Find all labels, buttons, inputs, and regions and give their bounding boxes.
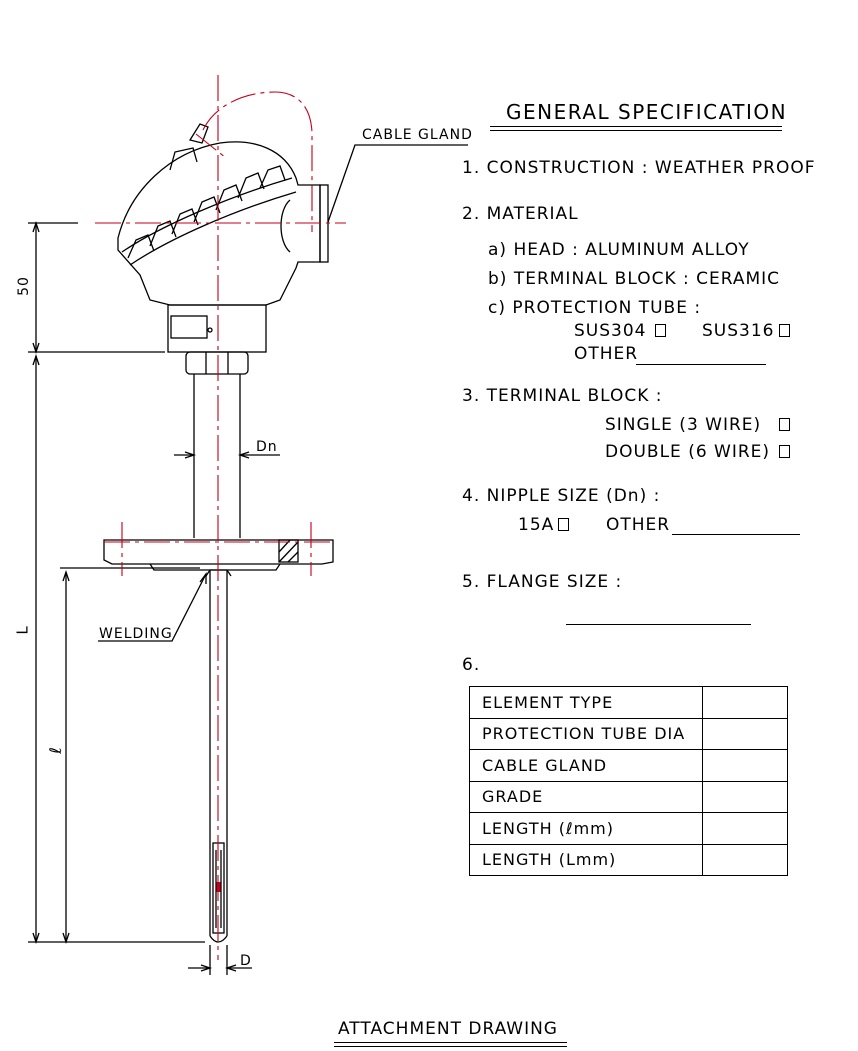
table-cell-label: PROTECTION TUBE DIA	[468, 717, 704, 750]
spec-table: ELEMENT TYPE PROTECTION TUBE DIA CABLE G…	[468, 686, 788, 876]
nipple	[193, 374, 241, 538]
sus316-label: SUS316	[702, 321, 775, 341]
dimension-L	[28, 353, 205, 945]
table-cell-label: LENGTH (ℓmm)	[468, 812, 704, 845]
table-cell-value[interactable]	[702, 749, 788, 782]
size-15a-label: 15A	[518, 515, 555, 535]
welding-leader	[98, 572, 207, 642]
table-cell-value[interactable]	[702, 812, 788, 845]
table-cell-label: LENGTH (Lmm)	[468, 843, 704, 876]
cable-gland-label: CABLE GLAND	[362, 127, 473, 143]
dn-label: Dn	[256, 439, 278, 455]
double-wire-checkbox[interactable]	[779, 445, 790, 458]
spec-item-terminal-block-material: b) TERMINAL BLOCK : CERAMIC	[488, 269, 781, 289]
table-cell-value[interactable]	[702, 717, 788, 750]
welding-label: WELDING	[99, 626, 173, 642]
spec-item-terminal-block: 3. TERMINAL BLOCK :	[462, 386, 663, 406]
single-wire-checkbox[interactable]	[779, 418, 790, 431]
terminal-head	[117, 123, 329, 306]
spec-title-underline-2	[490, 130, 782, 131]
table-row: GRADE	[468, 780, 788, 813]
dimension-l	[60, 567, 200, 945]
hex-nut	[185, 351, 249, 375]
sus304-checkbox[interactable]	[655, 324, 666, 337]
centerlines	[95, 75, 346, 960]
dimension-50-label: 50	[15, 276, 32, 296]
dimension-50	[28, 220, 165, 355]
spec-item-material: 2. MATERIAL	[462, 204, 579, 224]
other-tube-blank[interactable]	[636, 364, 766, 365]
single-wire-label: SINGLE (3 WIRE)	[605, 415, 762, 435]
table-cell-value[interactable]	[702, 686, 788, 719]
table-cell-value[interactable]	[702, 843, 788, 876]
spec-item-flange-size: 5. FLANGE SIZE :	[462, 572, 623, 592]
size-15a-checkbox[interactable]	[558, 518, 569, 531]
spec-item-6: 6.	[462, 655, 481, 675]
table-cell-label: CABLE GLAND	[468, 749, 704, 782]
dimension-d-label: D	[240, 953, 252, 969]
head-neck	[167, 304, 267, 353]
table-cell-label: GRADE	[468, 780, 704, 813]
dimension-l-label: ℓ	[45, 746, 65, 754]
sus304-label: SUS304	[574, 321, 647, 341]
dimension-L-label: L	[13, 625, 32, 635]
table-row: PROTECTION TUBE DIA	[468, 717, 788, 750]
table-cell-value[interactable]	[702, 780, 788, 813]
sus316-checkbox[interactable]	[779, 324, 790, 337]
double-wire-label: DOUBLE (6 WIRE)	[605, 442, 771, 462]
footer-underline	[334, 1042, 567, 1043]
dimension-dn	[174, 451, 280, 459]
cable-gland-leader	[327, 144, 468, 223]
thermometer-assembly-drawing	[28, 75, 468, 975]
wire-curve	[202, 91, 313, 232]
footer-underline-2	[334, 1046, 567, 1047]
other-nipple-label: OTHER	[606, 515, 671, 535]
spec-item-construction: 1. CONSTRUCTION : WEATHER PROOF	[462, 158, 816, 178]
table-cell-label: ELEMENT TYPE	[468, 686, 704, 719]
table-row: LENGTH (ℓmm)	[468, 812, 788, 845]
flange-size-blank[interactable]	[566, 624, 751, 625]
attachment-drawing-title: ATTACHMENT DRAWING	[338, 1019, 558, 1039]
table-row: CABLE GLAND	[468, 749, 788, 782]
spec-title: GENERAL SPECIFICATION	[506, 100, 788, 124]
dimension-d	[188, 945, 252, 975]
spec-title-underline	[490, 126, 782, 127]
table-row: ELEMENT TYPE	[468, 686, 788, 719]
spec-item-protection-tube: c) PROTECTION TUBE :	[488, 298, 702, 318]
other-nipple-blank[interactable]	[672, 534, 800, 535]
table-row: LENGTH (Lmm)	[468, 843, 788, 876]
other-tube-label: OTHER	[574, 344, 639, 364]
spec-item-nipple-size: 4. NIPPLE SIZE (Dn) :	[462, 486, 661, 506]
spec-item-head: a) HEAD : ALUMINUM ALLOY	[488, 240, 750, 260]
